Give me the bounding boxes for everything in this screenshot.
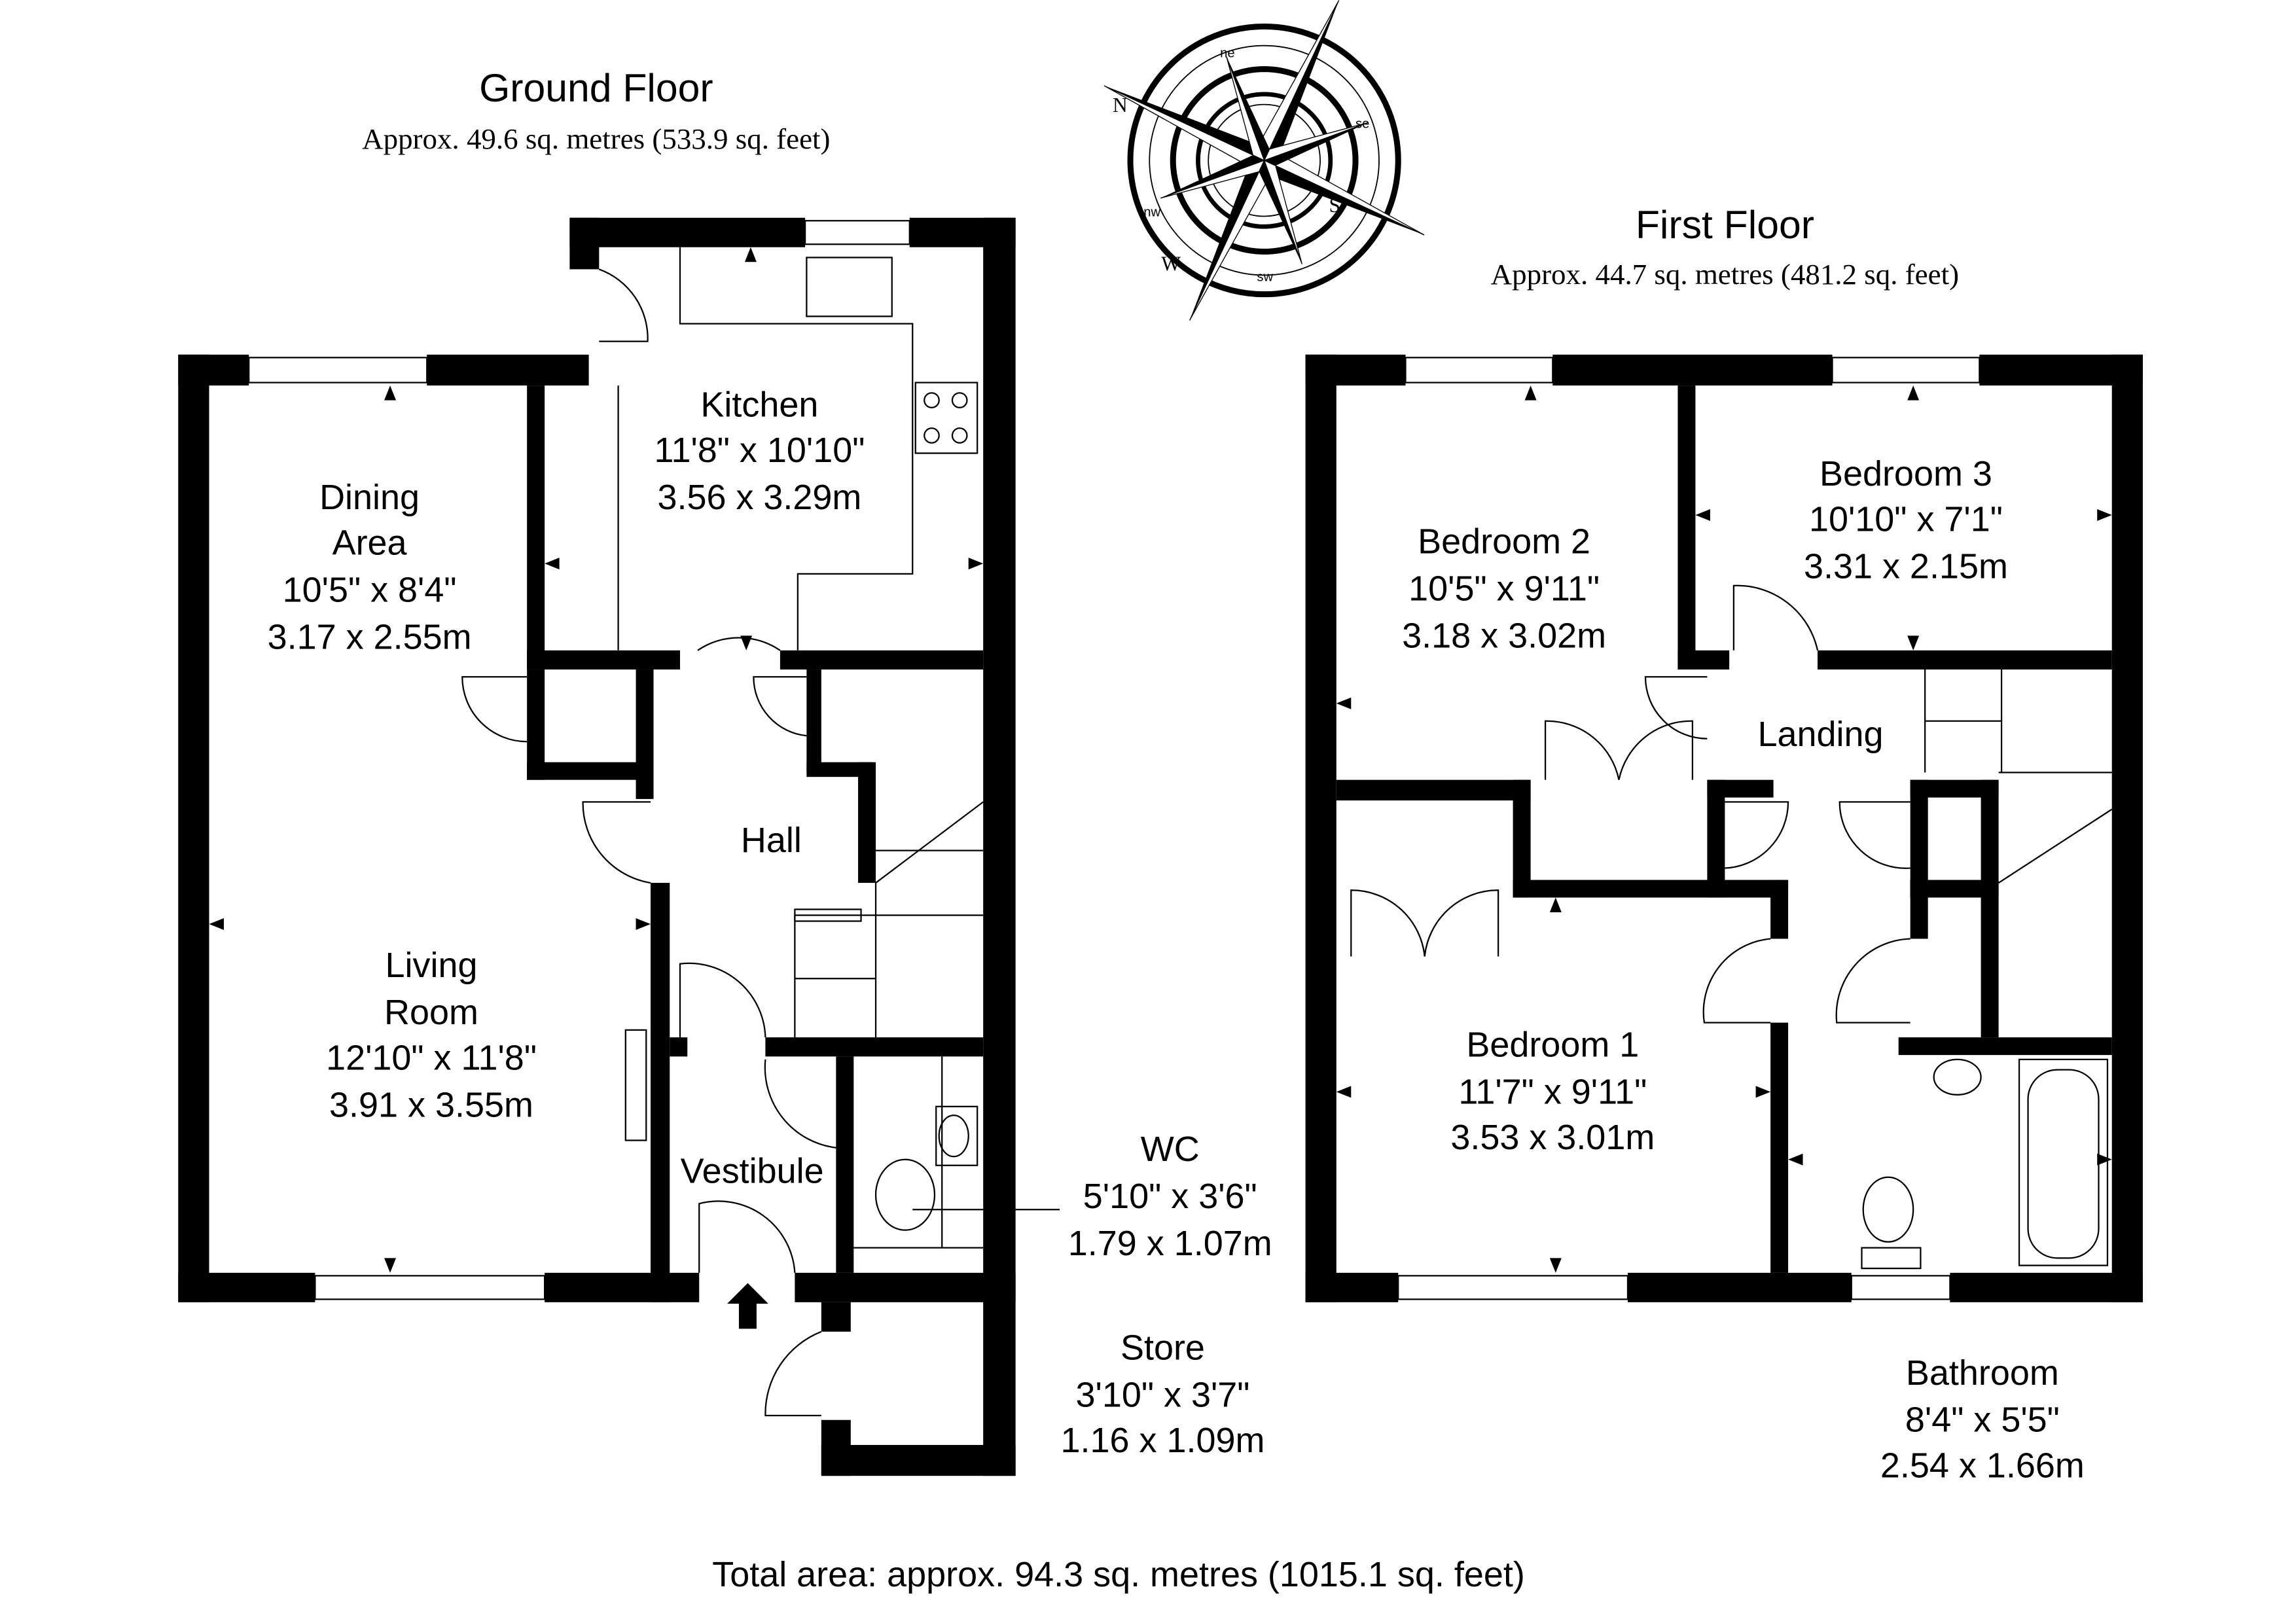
total-area: Total area: approx. 94.3 sq. metres (101… (712, 1555, 1525, 1594)
room-name: Dining (319, 478, 420, 517)
room-vestibule: Vestibule (681, 1152, 824, 1191)
ground-floor-title: Ground Floor (479, 65, 713, 110)
room-name: Room (384, 993, 478, 1032)
room-dimensions-imperial: 8'4" x 5'5" (1905, 1400, 2060, 1440)
room-bedroom-2: Bedroom 2 10'5" x 9'11" 3.18 x 3.02m (1402, 522, 1606, 655)
compass-e: E (1342, 0, 1363, 4)
ground-floor-walls (178, 217, 1060, 1476)
dimension-arrows (209, 247, 2112, 1273)
room-name: Bedroom 2 (1418, 522, 1590, 561)
room-name: Area (332, 524, 407, 563)
room-bedroom-1: Bedroom 1 11'7" x 9'11" 3.53 x 3.01m (1450, 1025, 1655, 1157)
room-dimensions-imperial: 12'10" x 11'8" (326, 1039, 537, 1078)
room-dimensions-metric: 3.17 x 2.55m (268, 618, 472, 657)
compass-n: N (1113, 94, 1128, 116)
compass-s: S (1329, 194, 1341, 217)
room-dimensions-metric: 1.79 x 1.07m (1068, 1224, 1272, 1263)
compass-rose: E N S W ne se sw nw (1103, 0, 1425, 321)
first-floor-title: First Floor (1636, 202, 1814, 247)
entrance-arrow-icon (726, 1283, 768, 1329)
room-living-room: Living Room 12'10" x 11'8" 3.91 x 3.55m (326, 946, 537, 1125)
room-kitchen: Kitchen 11'8" x 10'10" 3.56 x 3.29m (654, 385, 865, 517)
room-name: Bathroom (1906, 1353, 2059, 1393)
room-dimensions-imperial: 10'5" x 8'4" (283, 571, 457, 610)
room-name: WC (1141, 1130, 1200, 1169)
room-name: Living (386, 946, 478, 985)
room-dimensions-imperial: 11'7" x 9'11" (1458, 1072, 1647, 1111)
ground-floor-area: Approx. 49.6 sq. metres (533.9 sq. feet) (362, 122, 830, 155)
compass-se: se (1355, 117, 1369, 132)
room-dimensions-imperial: 3'10" x 3'7" (1076, 1375, 1250, 1414)
compass-ne: ne (1220, 46, 1235, 61)
first-floor-area: Approx. 44.7 sq. metres (481.2 sq. feet) (1491, 258, 1959, 291)
room-name: Bedroom 1 (1466, 1025, 1639, 1064)
room-dimensions-metric: 3.53 x 3.01m (1450, 1118, 1655, 1157)
compass-sw: sw (1257, 270, 1273, 284)
room-wc: WC 5'10" x 3'6" 1.79 x 1.07m (1068, 1130, 1272, 1263)
room-dimensions-metric: 2.54 x 1.66m (1880, 1446, 2085, 1485)
room-dimensions-imperial: 5'10" x 3'6" (1083, 1177, 1257, 1216)
compass-nw: nw (1143, 205, 1160, 220)
room-dining-area: Dining Area 10'5" x 8'4" 3.17 x 2.55m (268, 478, 472, 657)
room-dimensions-imperial: 10'5" x 9'11" (1408, 569, 1600, 608)
room-landing: Landing (1758, 715, 1884, 754)
room-name: Bedroom 3 (1820, 454, 1992, 493)
compass-w: W (1161, 253, 1181, 276)
room-dimensions-imperial: 10'10" x 7'1" (1809, 500, 2003, 539)
room-store: Store 3'10" x 3'7" 1.16 x 1.09m (1061, 1329, 1265, 1461)
room-name: Kitchen (700, 385, 818, 424)
room-bedroom-3: Bedroom 3 10'10" x 7'1" 3.31 x 2.15m (1804, 454, 2008, 586)
room-hall: Hall (741, 821, 802, 860)
room-dimensions-metric: 3.56 x 3.29m (657, 478, 861, 517)
room-name: Store (1121, 1329, 1205, 1368)
room-dimensions-metric: 3.18 x 3.02m (1402, 616, 1606, 655)
room-dimensions-metric: 3.31 x 2.15m (1804, 547, 2008, 586)
room-bathroom: Bathroom 8'4" x 5'5" 2.54 x 1.66m (1880, 1353, 2085, 1486)
room-dimensions-metric: 1.16 x 1.09m (1061, 1421, 1265, 1460)
room-dimensions-imperial: 11'8" x 10'10" (654, 431, 865, 470)
room-dimensions-metric: 3.91 x 3.55m (329, 1086, 533, 1125)
first-floor-walls (1305, 354, 2143, 1302)
